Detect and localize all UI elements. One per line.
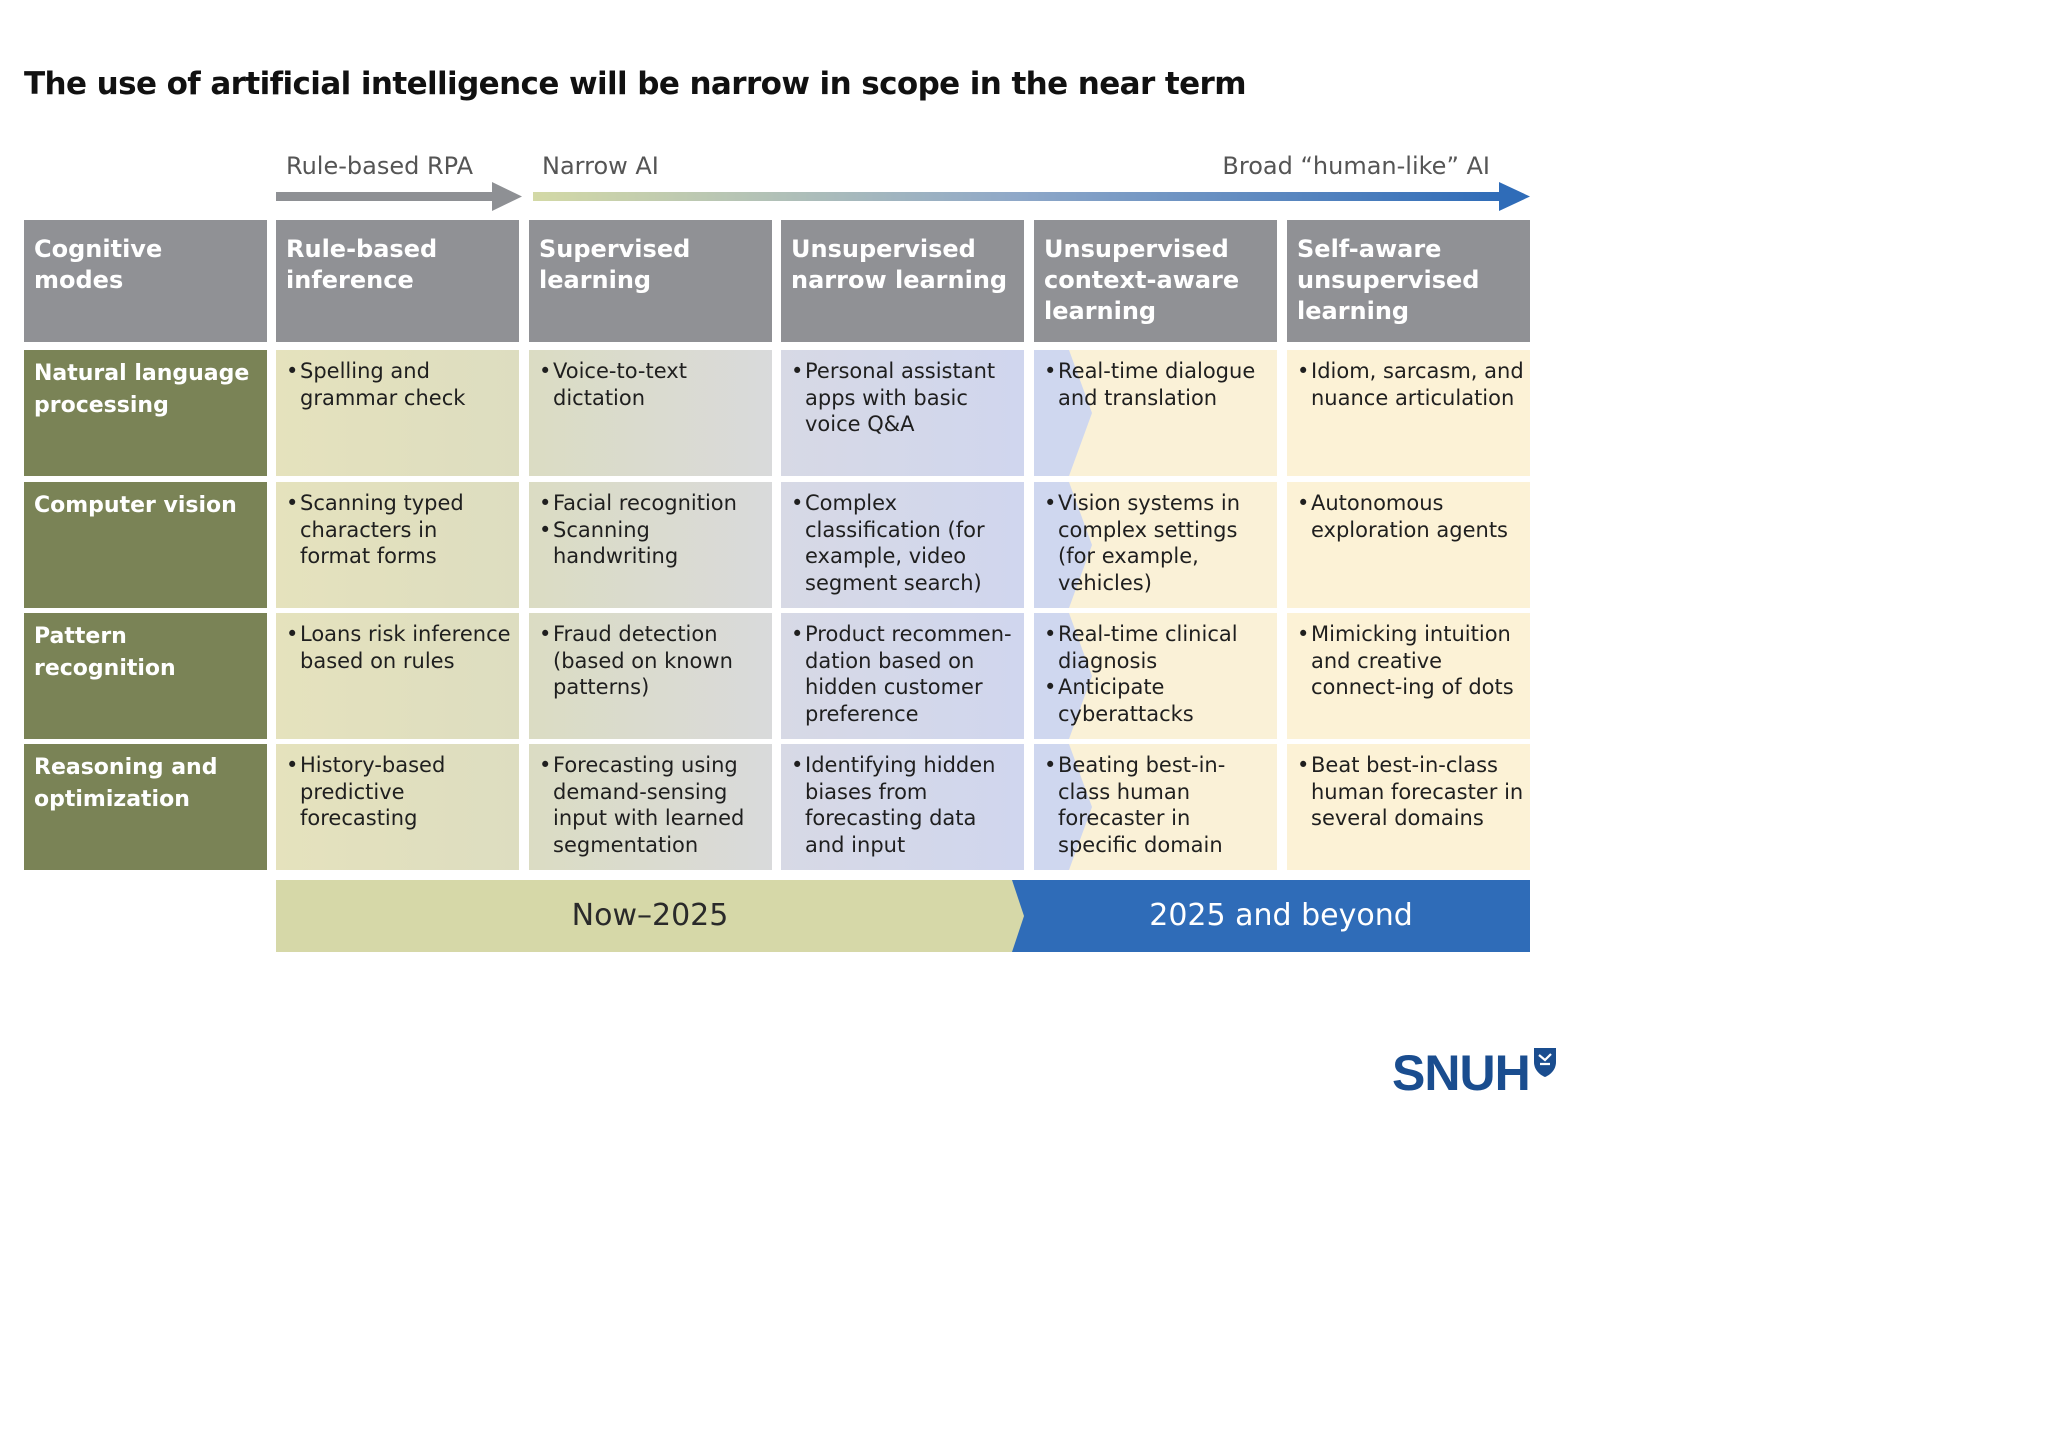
spectrum-label-rule-based: Rule-based RPA bbox=[286, 152, 474, 180]
row-label-pattern-recognition: Pattern recognition bbox=[24, 613, 267, 739]
cell-nlp-supervised: Voice-to-text dictation bbox=[529, 350, 772, 476]
header-rule-based-inference: Rule-based inference bbox=[276, 220, 519, 342]
cell-cv-rule-based: Scanning typed characters in format form… bbox=[276, 482, 519, 608]
cell-pr-supervised: Fraud detection (based on known patterns… bbox=[529, 613, 772, 739]
cell-cv-self-aware: Autonomous exploration agents bbox=[1287, 482, 1530, 608]
list-item: Real-time dialogue and translation bbox=[1044, 358, 1271, 411]
ai-spectrum-arrow bbox=[533, 182, 1530, 211]
cell-pr-unsupervised-narrow: Product recommen-dation based on hidden … bbox=[781, 613, 1024, 739]
rule-based-arrow bbox=[276, 182, 522, 211]
timeline-2025-and-beyond: 2025 and beyond bbox=[1012, 880, 1530, 952]
list-item: Product recommen-dation based on hidden … bbox=[791, 621, 1018, 727]
list-item: Forecasting using demand-sensing input w… bbox=[539, 752, 766, 858]
list-item: Vision systems in complex settings (for … bbox=[1044, 490, 1271, 596]
cell-ro-supervised: Forecasting using demand-sensing input w… bbox=[529, 744, 772, 870]
list-item: Fraud detection (based on known patterns… bbox=[539, 621, 766, 701]
cell-cv-supervised: Facial recognition Scanning handwriting bbox=[529, 482, 772, 608]
list-item: Loans risk inference based on rules bbox=[286, 621, 513, 674]
list-item: Identifying hidden biases from forecasti… bbox=[791, 752, 1018, 858]
row-label-computer-vision: Computer vision bbox=[24, 482, 267, 608]
cell-pr-rule-based: Loans risk inference based on rules bbox=[276, 613, 519, 739]
list-item: Scanning typed characters in format form… bbox=[286, 490, 513, 570]
list-item: Real-time clinical diagnosis bbox=[1044, 621, 1271, 674]
list-item: Spelling and grammar check bbox=[286, 358, 513, 411]
row-label-reasoning-and-optimization: Reasoning and optimization bbox=[24, 744, 267, 870]
list-item: Complex classification (for example, vid… bbox=[791, 490, 1018, 596]
cell-nlp-self-aware: Idiom, sarcasm, and nuance articulation bbox=[1287, 350, 1530, 476]
cell-ro-rule-based: History-based predictive forecasting bbox=[276, 744, 519, 870]
shield-icon bbox=[1534, 1048, 1556, 1077]
list-item: Personal assistant apps with basic voice… bbox=[791, 358, 1018, 438]
list-item: History-based predictive forecasting bbox=[286, 752, 513, 832]
cell-ro-unsupervised-narrow: Identifying hidden biases from forecasti… bbox=[781, 744, 1024, 870]
list-item: Scanning handwriting bbox=[539, 517, 766, 570]
cell-nlp-unsupervised-narrow: Personal assistant apps with basic voice… bbox=[781, 350, 1024, 476]
cell-nlp-rule-based: Spelling and grammar check bbox=[276, 350, 519, 476]
list-item: Voice-to-text dictation bbox=[539, 358, 766, 411]
cell-pr-context-aware: Real-time clinical diagnosis Anticipate … bbox=[1034, 613, 1277, 739]
list-item: Facial recognition bbox=[539, 490, 766, 517]
cell-cv-unsupervised-narrow: Complex classification (for example, vid… bbox=[781, 482, 1024, 608]
cell-cv-context-aware: Vision systems in complex settings (for … bbox=[1034, 482, 1277, 608]
list-item: Mimicking intuition and creative connect… bbox=[1297, 621, 1524, 701]
timeline-now-2025: Now–2025 bbox=[276, 880, 1036, 952]
row-label-natural-language-processing: Natural language processing bbox=[24, 350, 267, 476]
list-item: Beating best-in-class human forecaster i… bbox=[1044, 752, 1271, 858]
logo-wordmark: SNUH bbox=[1392, 1045, 1531, 1101]
header-cognitive-modes: Cognitive modes bbox=[24, 220, 267, 342]
list-item: Idiom, sarcasm, and nuance articulation bbox=[1297, 358, 1524, 411]
cell-ro-context-aware: Beating best-in-class human forecaster i… bbox=[1034, 744, 1277, 870]
snuh-logo: SNUH bbox=[1392, 1044, 1562, 1101]
header-unsupervised-narrow-learning: Unsupervised narrow learning bbox=[781, 220, 1024, 342]
cell-nlp-context-aware: Real-time dialogue and translation bbox=[1034, 350, 1277, 476]
list-item: Anticipate cyberattacks bbox=[1044, 674, 1271, 727]
cell-pr-self-aware: Mimicking intuition and creative connect… bbox=[1287, 613, 1530, 739]
timeline-now-label: Now–2025 bbox=[571, 898, 729, 933]
list-item: Autonomous exploration agents bbox=[1297, 490, 1524, 543]
header-supervised-learning: Supervised learning bbox=[529, 220, 772, 342]
cell-ro-self-aware: Beat best-in-class human forecaster in s… bbox=[1287, 744, 1530, 870]
header-self-aware-unsupervised-learning: Self-aware unsupervised learning bbox=[1287, 220, 1530, 342]
list-item: Beat best-in-class human forecaster in s… bbox=[1297, 752, 1524, 832]
spectrum-label-narrow-ai: Narrow AI bbox=[542, 152, 659, 180]
header-unsupervised-context-aware-learning: Unsupervised context-aware learning bbox=[1034, 220, 1277, 342]
spectrum-label-broad-ai: Broad “human-like” AI bbox=[1222, 152, 1490, 180]
page-title: The use of artificial intelligence will … bbox=[24, 66, 1247, 102]
